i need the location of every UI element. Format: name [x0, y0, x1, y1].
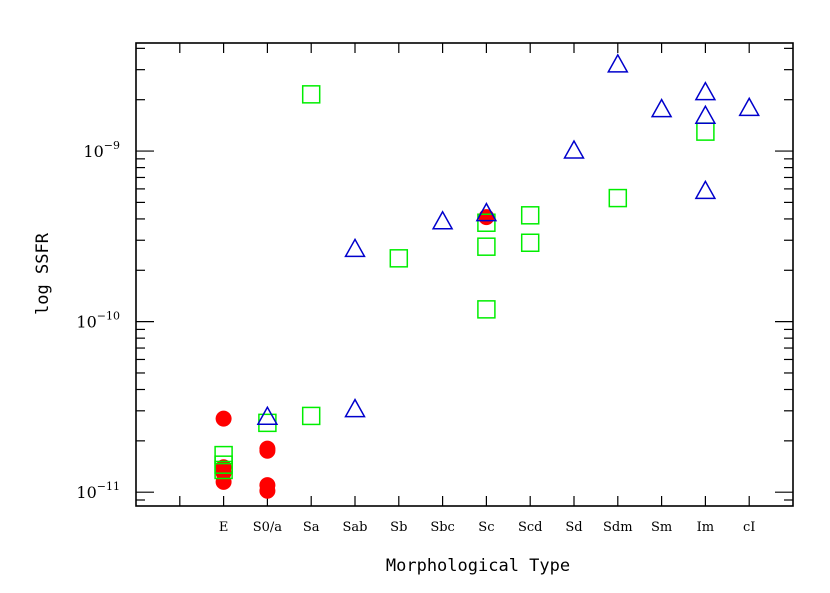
x-tick-label: Sa — [303, 520, 320, 535]
x-tick-labels: E S0/a Sa Sab Sb Sbc Sc Scd Sd Sdm Sm Im cI — [219, 520, 756, 535]
x-tick-label: Sc — [478, 520, 494, 535]
data-point-triangle — [694, 179, 717, 200]
y-tick-label: 10−9 — [83, 139, 120, 161]
x-tick-label: cI — [743, 520, 755, 535]
data-point-square — [608, 188, 628, 208]
data-point-square — [389, 249, 409, 268]
x-tick-label: E — [219, 520, 229, 535]
data-point-triangle — [256, 405, 279, 426]
y-tick-label: 10−10 — [76, 310, 120, 332]
data-point-triangle — [344, 237, 366, 258]
x-tick-label: Sdm — [603, 520, 633, 535]
x-tick-label: Im — [697, 520, 714, 535]
x-tick-label: Sab — [343, 520, 368, 535]
data-point-triangle — [431, 210, 454, 230]
x-axis-title: Morphological Type — [386, 556, 570, 576]
data-point-square — [520, 233, 540, 253]
x-tick-label: Sd — [565, 520, 582, 535]
data-point-square — [696, 122, 715, 141]
y-axis-title: log SSFR — [33, 232, 53, 315]
data-point-square — [477, 237, 496, 256]
data-point-triangle — [475, 202, 498, 222]
data-point-triangle — [607, 53, 629, 73]
data-point-square — [214, 460, 233, 480]
data-point-triangle — [563, 139, 585, 159]
y-tick-label: 10−11 — [76, 480, 120, 502]
data-point-triangle — [694, 104, 717, 124]
axis-ticks — [136, 43, 793, 506]
data-point-circle — [215, 473, 232, 490]
data-point-triangle — [738, 96, 760, 117]
data-point-square — [301, 85, 321, 104]
data-point-circle — [259, 482, 276, 499]
data-point-square — [214, 445, 233, 465]
data-point-circle — [259, 442, 276, 459]
plot-frame — [135, 42, 794, 507]
data-point-square — [520, 206, 540, 225]
data-point-circle — [478, 209, 495, 226]
data-point-triangle — [694, 81, 717, 101]
data-point-triangle — [650, 98, 673, 118]
data-point-triangle — [344, 398, 366, 418]
x-tick-label: Sbc — [430, 520, 455, 535]
data-points — [214, 53, 760, 499]
data-point-circle — [215, 410, 232, 427]
data-point-square — [477, 300, 496, 319]
x-tick-label: Sm — [651, 520, 672, 535]
data-point-square — [301, 406, 321, 426]
x-tick-label: S0/a — [253, 520, 283, 535]
x-tick-label: Scd — [518, 520, 543, 535]
x-tick-label: Sb — [390, 520, 407, 535]
data-point-square — [477, 213, 496, 232]
y-tick-labels: 10−11 10−10 10−9 — [76, 139, 120, 502]
